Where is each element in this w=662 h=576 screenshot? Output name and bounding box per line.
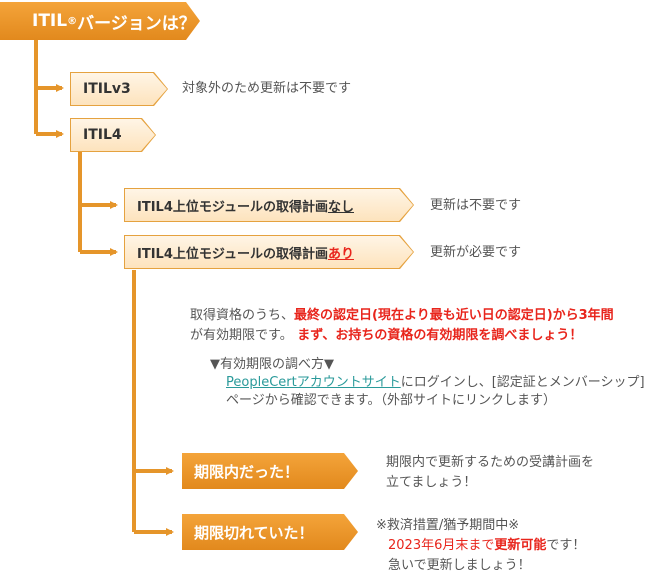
validity-a: 取得資格のうち、 bbox=[190, 308, 295, 323]
node-within-label: 期限内だった！ bbox=[194, 462, 300, 481]
title-text: ITIL bbox=[32, 11, 68, 31]
node-plan-yes-suffix: あり bbox=[327, 246, 354, 262]
note-expired-2a: 2023年6月末まで bbox=[388, 538, 495, 553]
note-expired: ※救済措置/猶予期間中※ 2023年6月末まで更新可能です！ 急いで更新しましょ… bbox=[376, 516, 585, 576]
peoplecert-account-link[interactable]: PeopleCertアカウントサイト bbox=[226, 375, 401, 390]
note-expired-2c: です！ bbox=[546, 538, 586, 553]
node-itilv3-label: ITILv3 bbox=[83, 81, 131, 97]
node-plan-none: ITIL4上位モジュールの取得計画なし bbox=[124, 188, 414, 222]
note-expired-3: 急いで更新しましょう！ bbox=[388, 558, 531, 573]
node-itil4: ITIL4 bbox=[70, 118, 156, 152]
node-within: 期限内だった！ bbox=[182, 453, 358, 489]
note-expired-2b: 更新可能 bbox=[494, 538, 547, 553]
note-itilv3: 対象外のため更新は不要です bbox=[182, 81, 352, 96]
howto-rest2: ページから確認できます。（外部サイトにリンクします） bbox=[226, 393, 556, 408]
note-within: 期限内で更新するための受講計画を 立てましょう！ bbox=[386, 453, 594, 493]
title-banner: ITIL®バージョンは？ bbox=[0, 2, 200, 40]
note-plan-yes: 更新が必要です bbox=[430, 245, 522, 260]
note-within-1: 期限内で更新するための受講計画を bbox=[386, 455, 595, 470]
node-itilv3: ITILv3 bbox=[70, 72, 168, 106]
howto-rest1: にログインし、[認定証とメンバーシップ] bbox=[400, 375, 645, 390]
node-plan-none-label: ITIL4上位モジュールの取得計画 bbox=[137, 199, 328, 215]
validity-b: 最終の認定日(現在より最も近い日の認定日)から3年間 bbox=[294, 308, 614, 323]
howto-title: ▼有効期限の調べ方▼ bbox=[210, 357, 334, 372]
title-registered-mark: ® bbox=[67, 15, 78, 27]
title-rest: バージョンは？ bbox=[77, 13, 196, 34]
note-within-2: 立てましょう！ bbox=[386, 475, 477, 490]
node-expired: 期限切れていた！ bbox=[182, 514, 358, 550]
validity-d: まず、お持ちの資格の有効期限を調べましょう！ bbox=[292, 328, 583, 343]
node-plan-yes: ITIL4上位モジュールの取得計画あり bbox=[124, 235, 414, 269]
validity-c: が有効期限です。 bbox=[190, 328, 293, 343]
howto-block: ▼有効期限の調べ方▼ PeopleCertアカウントサイトにログインし、[認定証… bbox=[210, 356, 650, 410]
note-expired-1: ※救済措置/猶予期間中※ bbox=[376, 518, 520, 533]
node-expired-label: 期限切れていた！ bbox=[194, 523, 314, 542]
node-itil4-label: ITIL4 bbox=[83, 127, 122, 143]
node-plan-yes-label: ITIL4上位モジュールの取得計画 bbox=[137, 246, 328, 262]
validity-text: 取得資格のうち、最終の認定日(現在より最も近い日の認定日)から3年間 が有効期限… bbox=[190, 306, 640, 346]
node-plan-none-suffix: なし bbox=[327, 199, 354, 215]
note-plan-none: 更新は不要です bbox=[430, 198, 522, 213]
